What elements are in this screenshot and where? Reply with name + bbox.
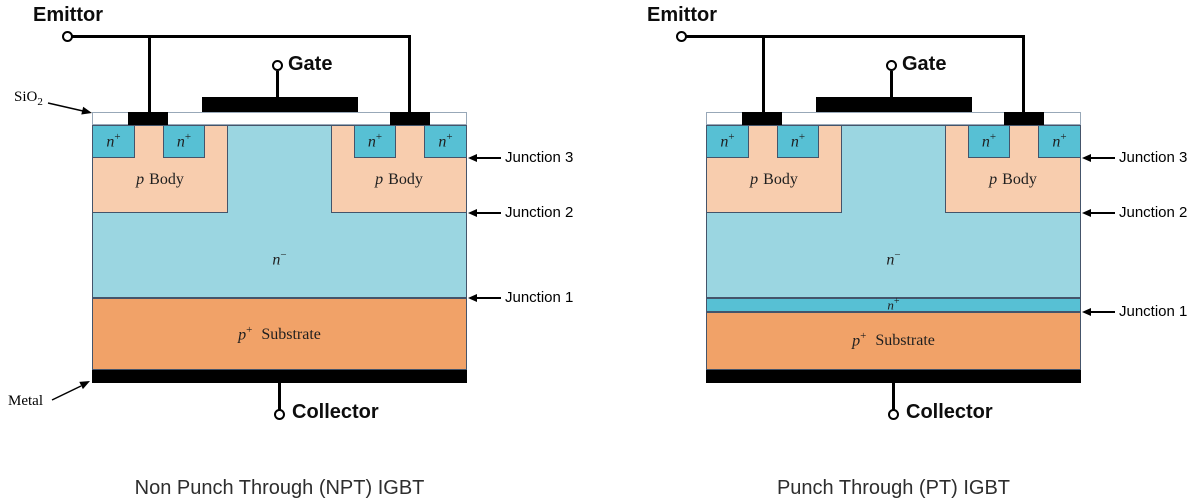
junction-1-label: Junction 1 (1119, 303, 1188, 320)
emitter-wire-horizontal (71, 35, 411, 38)
n-plus-well-1-label: n+ (106, 131, 121, 151)
gate-label: Gate (902, 53, 947, 75)
emitter-contact-left (128, 112, 168, 125)
junction-1-label: Junction 1 (505, 289, 574, 306)
collector-label: Collector (906, 401, 993, 423)
collector-wire (892, 383, 895, 410)
collector-terminal-circle (274, 409, 285, 420)
gate-terminal-circle (272, 60, 283, 71)
junction-3-arrowhead-icon (1082, 154, 1091, 162)
emitter-contact-left (742, 112, 782, 125)
collector-wire (278, 383, 281, 410)
n-plus-well-3-label: n+ (981, 131, 997, 151)
sio2-label: SiO2 (14, 89, 43, 108)
emitter-wire-left-drop (148, 35, 151, 112)
gate-wire (890, 71, 893, 97)
junction-2-arrow-line (1091, 212, 1115, 214)
junction-3-arrow-line (1091, 157, 1115, 159)
n-plus-buffer-label: n+ (887, 296, 900, 313)
emitter-wire-horizontal (685, 35, 1025, 38)
junction-1-arrowhead-icon (468, 294, 477, 302)
n-plus-well-2-label: n+ (790, 131, 806, 151)
junction-3-arrow-line (477, 157, 501, 159)
gate-terminal-circle (886, 60, 897, 71)
junction-1-arrow-line (1091, 311, 1115, 313)
collector-metal-layer (706, 370, 1081, 383)
junction-2-arrowhead-icon (1082, 209, 1091, 217)
n-plus-well-2: n+ (777, 125, 819, 158)
junction-2-arrow-line (477, 212, 501, 214)
n-plus-well-3: n+ (968, 125, 1010, 158)
p-substrate-label: p+Substrate (852, 330, 935, 350)
oxide-layer (706, 112, 1081, 125)
n-plus-well-3-label: n+ (367, 131, 383, 151)
npt-caption: Non Punch Through (NPT) IGBT (134, 477, 425, 499)
junction-2-arrowhead-icon (468, 209, 477, 217)
n-plus-well-4: n+ (424, 125, 467, 158)
junction-2-label: Junction 2 (1119, 204, 1188, 221)
n-plus-well-2: n+ (163, 125, 205, 158)
n-plus-well-4-label: n+ (1052, 131, 1067, 151)
p-substrate-region (92, 298, 467, 370)
n-plus-well-3: n+ (354, 125, 396, 158)
gate-wire (276, 71, 279, 97)
n-plus-well-1: n+ (92, 125, 135, 158)
n-minus-label: n− (272, 249, 287, 269)
sio2-arrow-icon (47, 102, 92, 115)
emitter-contact-right (390, 112, 430, 125)
p-substrate-region (706, 312, 1081, 370)
metal-label: Metal (8, 393, 43, 409)
emitter-wire-right-drop (1022, 35, 1025, 112)
n-minus-label: n− (886, 249, 901, 269)
collector-terminal-circle (888, 409, 899, 420)
n-plus-well-1-label: n+ (720, 131, 735, 151)
n-plus-well-2-label: n+ (176, 131, 192, 151)
gate-electrode (816, 97, 972, 112)
metal-arrow-icon (51, 381, 90, 401)
collector-metal-layer (92, 370, 467, 383)
collector-label: Collector (292, 401, 379, 423)
emitter-contact-right (1004, 112, 1044, 125)
p-substrate-label: p+Substrate (238, 324, 321, 344)
emitter-label: Emittor (33, 4, 103, 26)
junction-1-arrow-line (477, 297, 501, 299)
oxide-layer (92, 112, 467, 125)
junction-3-label: Junction 3 (505, 149, 574, 166)
n-plus-well-4-label: n+ (438, 131, 453, 151)
junction-3-label: Junction 3 (1119, 149, 1188, 166)
n-plus-well-4: n+ (1038, 125, 1081, 158)
gate-electrode (202, 97, 358, 112)
pt-caption: Punch Through (PT) IGBT (776, 477, 1011, 499)
emitter-label: Emittor (647, 4, 717, 26)
junction-1-arrowhead-icon (1082, 308, 1091, 316)
n-plus-well-1: n+ (706, 125, 749, 158)
n-plus-buffer-region (706, 298, 1081, 312)
emitter-wire-left-drop (762, 35, 765, 112)
junction-2-label: Junction 2 (505, 204, 574, 221)
junction-3-arrowhead-icon (468, 154, 477, 162)
emitter-wire-right-drop (408, 35, 411, 112)
gate-label: Gate (288, 53, 333, 75)
